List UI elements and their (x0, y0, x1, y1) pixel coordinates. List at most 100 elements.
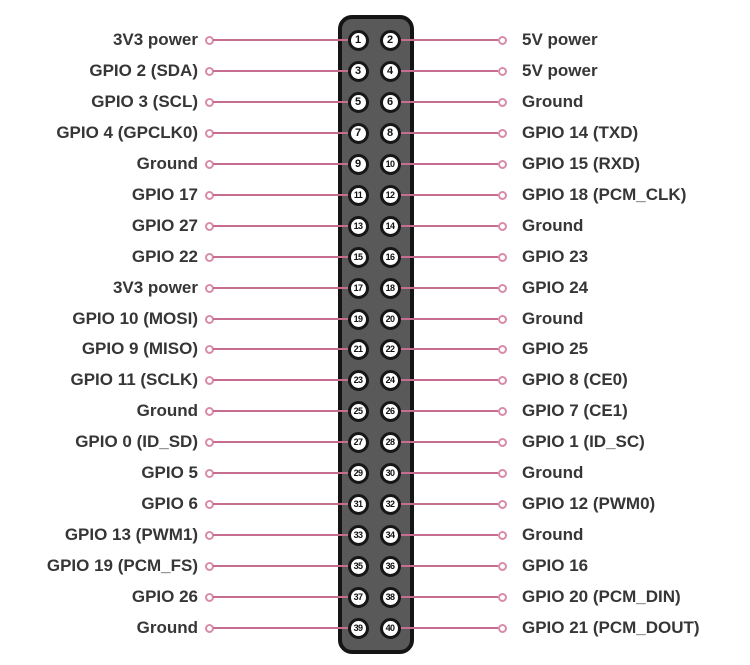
pin-circle-right: 12 (379, 184, 401, 206)
pin-label-left: GPIO 27 (131, 216, 198, 235)
wire-line-right (390, 287, 498, 289)
wire-endpoint-dot-icon (497, 66, 507, 76)
wire-endpoint-dot-icon (204, 530, 214, 540)
wire-endpoint-dot-icon (497, 314, 507, 324)
pin-circle-left: 23 (347, 369, 369, 391)
wire-line-left (213, 596, 358, 598)
wire-line-left (213, 503, 358, 505)
wire-endpoint-dot-icon (204, 375, 214, 385)
pin-label-right: GPIO 1 (ID_SC) (522, 432, 645, 451)
pin-label-right: GPIO 14 (TXD) (522, 123, 639, 142)
wire-line-right (390, 225, 498, 227)
wire-endpoint-dot-icon (204, 35, 214, 45)
wire-endpoint-dot-icon (497, 530, 507, 540)
pin-label-right: GPIO 15 (RXD) (522, 154, 641, 173)
wire-line-right (390, 627, 498, 629)
pin-label-right: 5V power (522, 61, 598, 80)
pin-label-left: GPIO 2 (SDA) (89, 61, 198, 80)
pin-label-left: GPIO 10 (MOSI) (72, 309, 198, 328)
wire-endpoint-dot-icon (204, 314, 214, 324)
wire-line-left (213, 410, 358, 412)
wire-line-left (213, 565, 358, 567)
wire-endpoint-dot-icon (204, 97, 214, 107)
pin-circle-left: 17 (347, 277, 369, 299)
pin-label-right: GPIO 18 (PCM_CLK) (522, 185, 687, 204)
pin-circle-left: 35 (347, 555, 369, 577)
wire-line-left (213, 472, 358, 474)
pin-circle-right: 26 (379, 400, 401, 422)
wire-endpoint-dot-icon (204, 592, 214, 602)
wire-line-left (213, 163, 358, 165)
pin-circle-right: 4 (379, 60, 401, 82)
pin-circle-right: 38 (379, 586, 401, 608)
pin-label-left: GPIO 9 (MISO) (81, 339, 198, 358)
wire-endpoint-dot-icon (497, 159, 507, 169)
wire-endpoint-dot-icon (497, 623, 507, 633)
wire-endpoint-dot-icon (497, 561, 507, 571)
wire-endpoint-dot-icon (497, 499, 507, 509)
pin-label-left: GPIO 19 (PCM_FS) (46, 556, 198, 575)
pin-circle-left: 29 (347, 462, 369, 484)
wire-line-right (390, 163, 498, 165)
pin-circle-left: 3 (347, 60, 369, 82)
wire-endpoint-dot-icon (204, 221, 214, 231)
pin-circle-right: 24 (379, 369, 401, 391)
wire-endpoint-dot-icon (204, 499, 214, 509)
wire-endpoint-dot-icon (497, 344, 507, 354)
wire-line-right (390, 441, 498, 443)
pin-label-left: GPIO 17 (131, 185, 198, 204)
pin-circle-left: 15 (347, 246, 369, 268)
wire-endpoint-dot-icon (204, 623, 214, 633)
pin-label-left: GPIO 3 (SCL) (91, 92, 198, 111)
pin-circle-right: 10 (379, 153, 401, 175)
wire-line-right (390, 70, 498, 72)
wire-line-left (213, 379, 358, 381)
pin-label-right: GPIO 12 (PWM0) (522, 494, 656, 513)
pin-label-left: Ground (136, 401, 198, 420)
pin-circle-left: 25 (347, 400, 369, 422)
wire-line-right (390, 256, 498, 258)
wire-line-right (390, 194, 498, 196)
pin-label-left: Ground (136, 154, 198, 173)
pin-circle-right: 18 (379, 277, 401, 299)
pin-label-left: 3V3 power (112, 278, 198, 297)
wire-endpoint-dot-icon (204, 468, 214, 478)
pin-circle-right: 20 (379, 308, 401, 330)
pin-label-right: Ground (522, 525, 584, 544)
pin-circle-right: 14 (379, 215, 401, 237)
wire-line-left (213, 287, 358, 289)
wire-line-right (390, 565, 498, 567)
pin-circle-left: 11 (347, 184, 369, 206)
pin-circle-left: 1 (347, 29, 369, 51)
pin-label-right: GPIO 7 (CE1) (522, 401, 628, 420)
pin-circle-right: 22 (379, 338, 401, 360)
pin-circle-right: 34 (379, 524, 401, 546)
wire-line-left (213, 101, 358, 103)
pin-circle-left: 9 (347, 153, 369, 175)
pin-circle-left: 19 (347, 308, 369, 330)
pin-label-right: Ground (522, 463, 584, 482)
pin-label-left: GPIO 11 (SCLK) (70, 370, 198, 389)
wire-endpoint-dot-icon (204, 190, 214, 200)
wire-line-right (390, 503, 498, 505)
wire-line-left (213, 348, 358, 350)
wire-line-left (213, 441, 358, 443)
pin-label-left: GPIO 0 (ID_SD) (75, 432, 198, 451)
pin-circle-right: 8 (379, 122, 401, 144)
wire-endpoint-dot-icon (497, 468, 507, 478)
pin-circle-right: 36 (379, 555, 401, 577)
pin-label-right: Ground (522, 309, 584, 328)
pin-circle-left: 39 (347, 617, 369, 639)
pin-label-left: GPIO 13 (PWM1) (64, 525, 198, 544)
pin-label-right: 5V power (522, 30, 598, 49)
pin-label-right: GPIO 23 (522, 247, 589, 266)
pin-circle-left: 5 (347, 91, 369, 113)
pin-label-right: Ground (522, 216, 584, 235)
wire-endpoint-dot-icon (497, 252, 507, 262)
pin-label-right: GPIO 25 (522, 339, 589, 358)
wire-endpoint-dot-icon (204, 159, 214, 169)
pin-circle-left: 7 (347, 122, 369, 144)
pin-circle-right: 30 (379, 462, 401, 484)
wire-line-left (213, 534, 358, 536)
